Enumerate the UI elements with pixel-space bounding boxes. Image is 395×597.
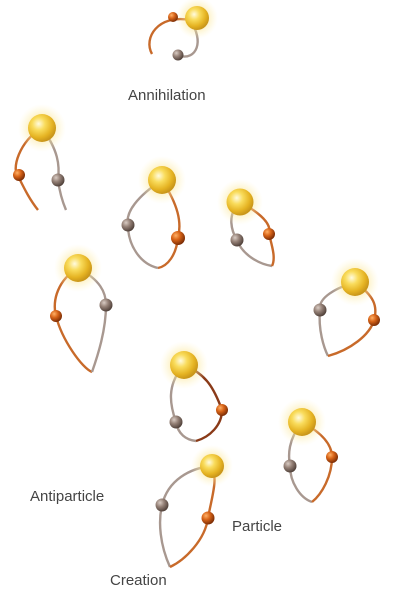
particle-ball — [263, 228, 275, 240]
antiparticle-label: Antiparticle — [30, 488, 104, 505]
annihilation-label: Annihilation — [128, 87, 206, 104]
photon-sphere — [288, 408, 316, 436]
particle-ball — [171, 231, 185, 245]
antiparticle-ball — [173, 50, 184, 61]
particle-ball — [326, 451, 338, 463]
photon-sphere — [185, 6, 209, 30]
creation-label: Creation — [110, 572, 167, 589]
photon-sphere — [64, 254, 92, 282]
photon-sphere — [148, 166, 176, 194]
antiparticle-ball — [314, 304, 327, 317]
loop-center-top — [122, 156, 187, 268]
creation-loop — [156, 445, 234, 567]
antiparticle-ball — [284, 460, 297, 473]
antiparticle-ball — [52, 174, 65, 187]
antiparticle-ball — [122, 219, 135, 232]
photon-sphere — [28, 114, 56, 142]
loop-right-bottom — [278, 398, 338, 502]
photon-sphere — [200, 454, 224, 478]
particle-ball — [168, 12, 178, 22]
loop-right-top — [217, 179, 275, 266]
photon-sphere — [341, 268, 369, 296]
particle-ball — [13, 169, 25, 181]
particle-label: Particle — [232, 518, 282, 535]
loop-upper-left — [13, 104, 66, 210]
loop-right-middle — [314, 258, 381, 356]
particle-ball — [202, 512, 215, 525]
photon-sphere — [227, 189, 254, 216]
antiparticle-ball — [156, 499, 169, 512]
antiparticle-ball — [231, 234, 244, 247]
particle-ball — [368, 314, 380, 326]
antiparticle-ball — [170, 416, 183, 429]
particle-ball — [50, 310, 62, 322]
particle-ball — [216, 404, 228, 416]
loop-left-middle — [50, 244, 113, 372]
photon-sphere — [170, 351, 198, 379]
loop-center-bottom — [160, 341, 228, 441]
antiparticle-ball — [100, 299, 113, 312]
annihilation-loop — [149, 0, 218, 61]
